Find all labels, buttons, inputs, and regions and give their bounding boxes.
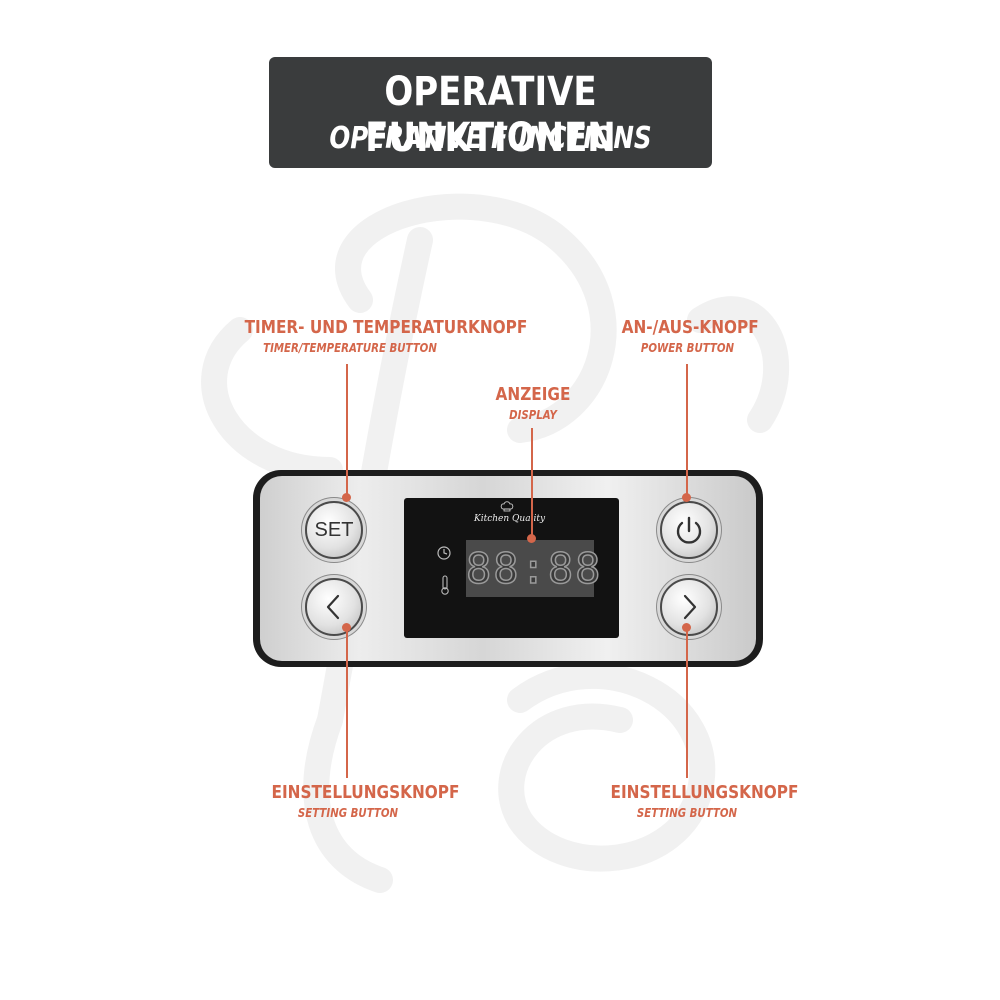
- leader-setting-left: [346, 628, 348, 778]
- chevron-left-icon: [326, 594, 340, 620]
- chef-hat-icon: [500, 501, 514, 512]
- leader-timer: [346, 364, 348, 498]
- setting-left-button[interactable]: [305, 578, 363, 636]
- display-digits: 88:88: [465, 543, 603, 594]
- brand-text: Kitchen Quality: [474, 514, 546, 524]
- leader-setting-right-dot: [682, 623, 691, 632]
- label-setting-right-de: EINSTELLUNGSKNOPF: [610, 782, 799, 803]
- label-timer-de: TIMER- UND TEMPERATURKNOPF: [244, 317, 528, 338]
- title-main: OPERATIVE FUNKTIONEN: [365, 69, 616, 161]
- label-setting-left-en: SETTING BUTTON: [297, 806, 399, 820]
- label-display: ANZEIGE DISPLAY: [483, 384, 583, 422]
- set-button-label: SET: [314, 519, 354, 541]
- leader-display-dot: [527, 534, 536, 543]
- leader-power: [686, 364, 688, 498]
- label-power-de: AN-/AUS-KNOPF: [621, 317, 759, 338]
- clock-icon: [437, 546, 451, 560]
- power-icon: [676, 516, 702, 544]
- label-display-en: DISPLAY: [509, 408, 557, 422]
- leader-power-dot: [682, 493, 691, 502]
- chevron-right-icon: [683, 594, 697, 620]
- power-button[interactable]: [660, 501, 718, 559]
- label-setting-left-de: EINSTELLUNGSKNOPF: [271, 782, 460, 803]
- leader-timer-dot: [342, 493, 351, 502]
- display-window: Kitchen Quality 88:88: [404, 498, 619, 638]
- label-setting-right: EINSTELLUNGSKNOPF SETTING BUTTON: [597, 782, 799, 820]
- leader-setting-left-dot: [342, 623, 351, 632]
- leader-setting-right: [686, 628, 688, 778]
- label-display-de: ANZEIGE: [495, 384, 571, 405]
- label-timer: TIMER- UND TEMPERATURKNOPF TIMER/TEMPERA…: [226, 317, 528, 355]
- set-button[interactable]: SET: [305, 501, 363, 559]
- thermometer-icon: [441, 575, 449, 595]
- title-banner: OPERATIVE FUNKTIONEN OPERATIVE FUNCTIONS: [269, 57, 712, 168]
- label-setting-left: EINSTELLUNGSKNOPF SETTING BUTTON: [258, 782, 460, 820]
- label-power: AN-/AUS-KNOPF POWER BUTTON: [610, 317, 765, 355]
- leader-display: [531, 428, 533, 538]
- label-timer-en: TIMER/TEMPERATURE BUTTON: [263, 341, 437, 355]
- label-setting-right-en: SETTING BUTTON: [636, 806, 738, 820]
- lcd-screen: 88:88: [465, 540, 603, 597]
- title-sub: OPERATIVE FUNCTIONS: [329, 121, 652, 156]
- label-power-en: POWER BUTTON: [640, 341, 735, 355]
